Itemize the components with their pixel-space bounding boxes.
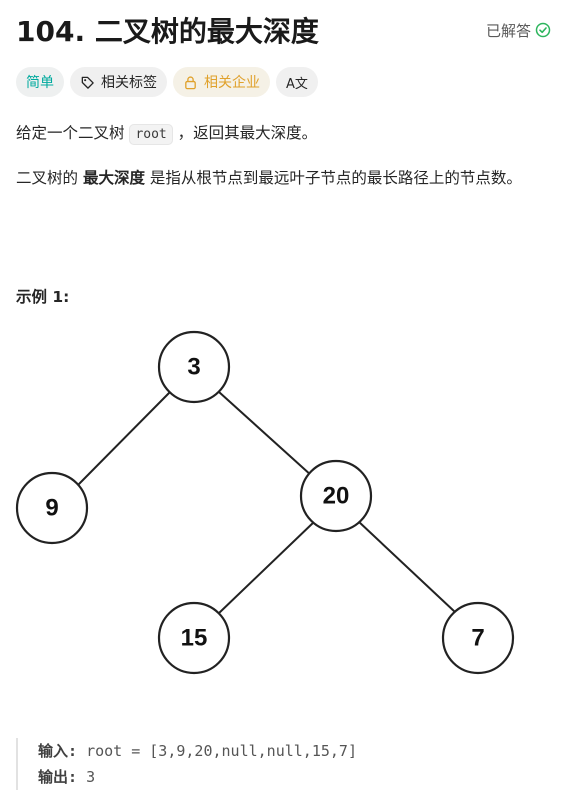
translate-button[interactable]: A文: [276, 67, 318, 97]
tree-node-3: [157, 330, 231, 404]
description-paragraph-2: 二叉树的 最大深度 是指从根节点到最远叶子节点的最长路径上的节点数。: [16, 165, 551, 191]
p2-text-before: 二叉树的: [16, 169, 83, 187]
max-depth-term: 最大深度: [82, 169, 145, 187]
input-label: 输入:: [38, 742, 78, 760]
output-label: 输出:: [38, 768, 78, 786]
root-code: root: [129, 124, 173, 145]
problem-title: 104. 二叉树的最大深度: [16, 15, 319, 48]
tree-node-label: 7: [471, 625, 484, 652]
output-value: 3: [86, 768, 96, 786]
translate-icon: A文: [286, 76, 308, 92]
binary-tree-diagram: 3 9 20 15 7: [15, 330, 515, 675]
tree-node-label: 3: [187, 354, 200, 381]
tree-node-9: [15, 471, 89, 545]
difficulty-label: 简单: [26, 75, 54, 91]
output-line: 输出: 3: [38, 764, 357, 790]
tree-node-15: [157, 601, 231, 675]
solved-label: 已解答: [485, 21, 531, 40]
difficulty-tag[interactable]: 简单: [16, 67, 64, 97]
tag-bar: 简单 相关标签 相关企业 A文: [16, 67, 318, 97]
edge-3-20: [218, 391, 313, 477]
edge-20-15: [217, 520, 316, 615]
solved-status: 已解答: [486, 20, 551, 41]
tag-icon: [81, 76, 94, 89]
p2-text-after: 是指从根节点到最远叶子节点的最长路径上的节点数。: [144, 169, 522, 187]
companies-label: 相关企业: [204, 75, 260, 91]
lock-icon: [185, 75, 196, 89]
tree-node-label: 20: [323, 483, 350, 510]
edge-3-9: [77, 391, 171, 486]
companies-tag[interactable]: 相关企业: [173, 67, 270, 97]
tree-node-20: [299, 459, 373, 533]
topics-tag[interactable]: 相关标签: [70, 67, 167, 97]
tree-node-7: [441, 601, 515, 675]
input-line: 输入: root = [3,9,20,null,null,15,7]: [38, 738, 357, 764]
title-row: 104. 二叉树的最大深度 已解答: [16, 10, 551, 50]
p1-text-after: ，返回其最大深度。: [172, 124, 318, 142]
description-paragraph-1: 给定一个二叉树 root ，返回其最大深度。: [16, 120, 551, 148]
tree-node-label: 9: [45, 495, 58, 522]
example-title: 示例 1:: [16, 288, 70, 306]
p1-text-before: 给定一个二叉树: [16, 124, 130, 142]
topics-label: 相关标签: [101, 75, 157, 91]
tree-node-label: 15: [181, 625, 208, 652]
check-circle-icon: [535, 22, 551, 38]
edge-20-7: [357, 520, 456, 613]
input-value: root = [3,9,20,null,null,15,7]: [86, 742, 357, 760]
example-io-block: 输入: root = [3,9,20,null,null,15,7] 输出: 3: [16, 738, 357, 790]
